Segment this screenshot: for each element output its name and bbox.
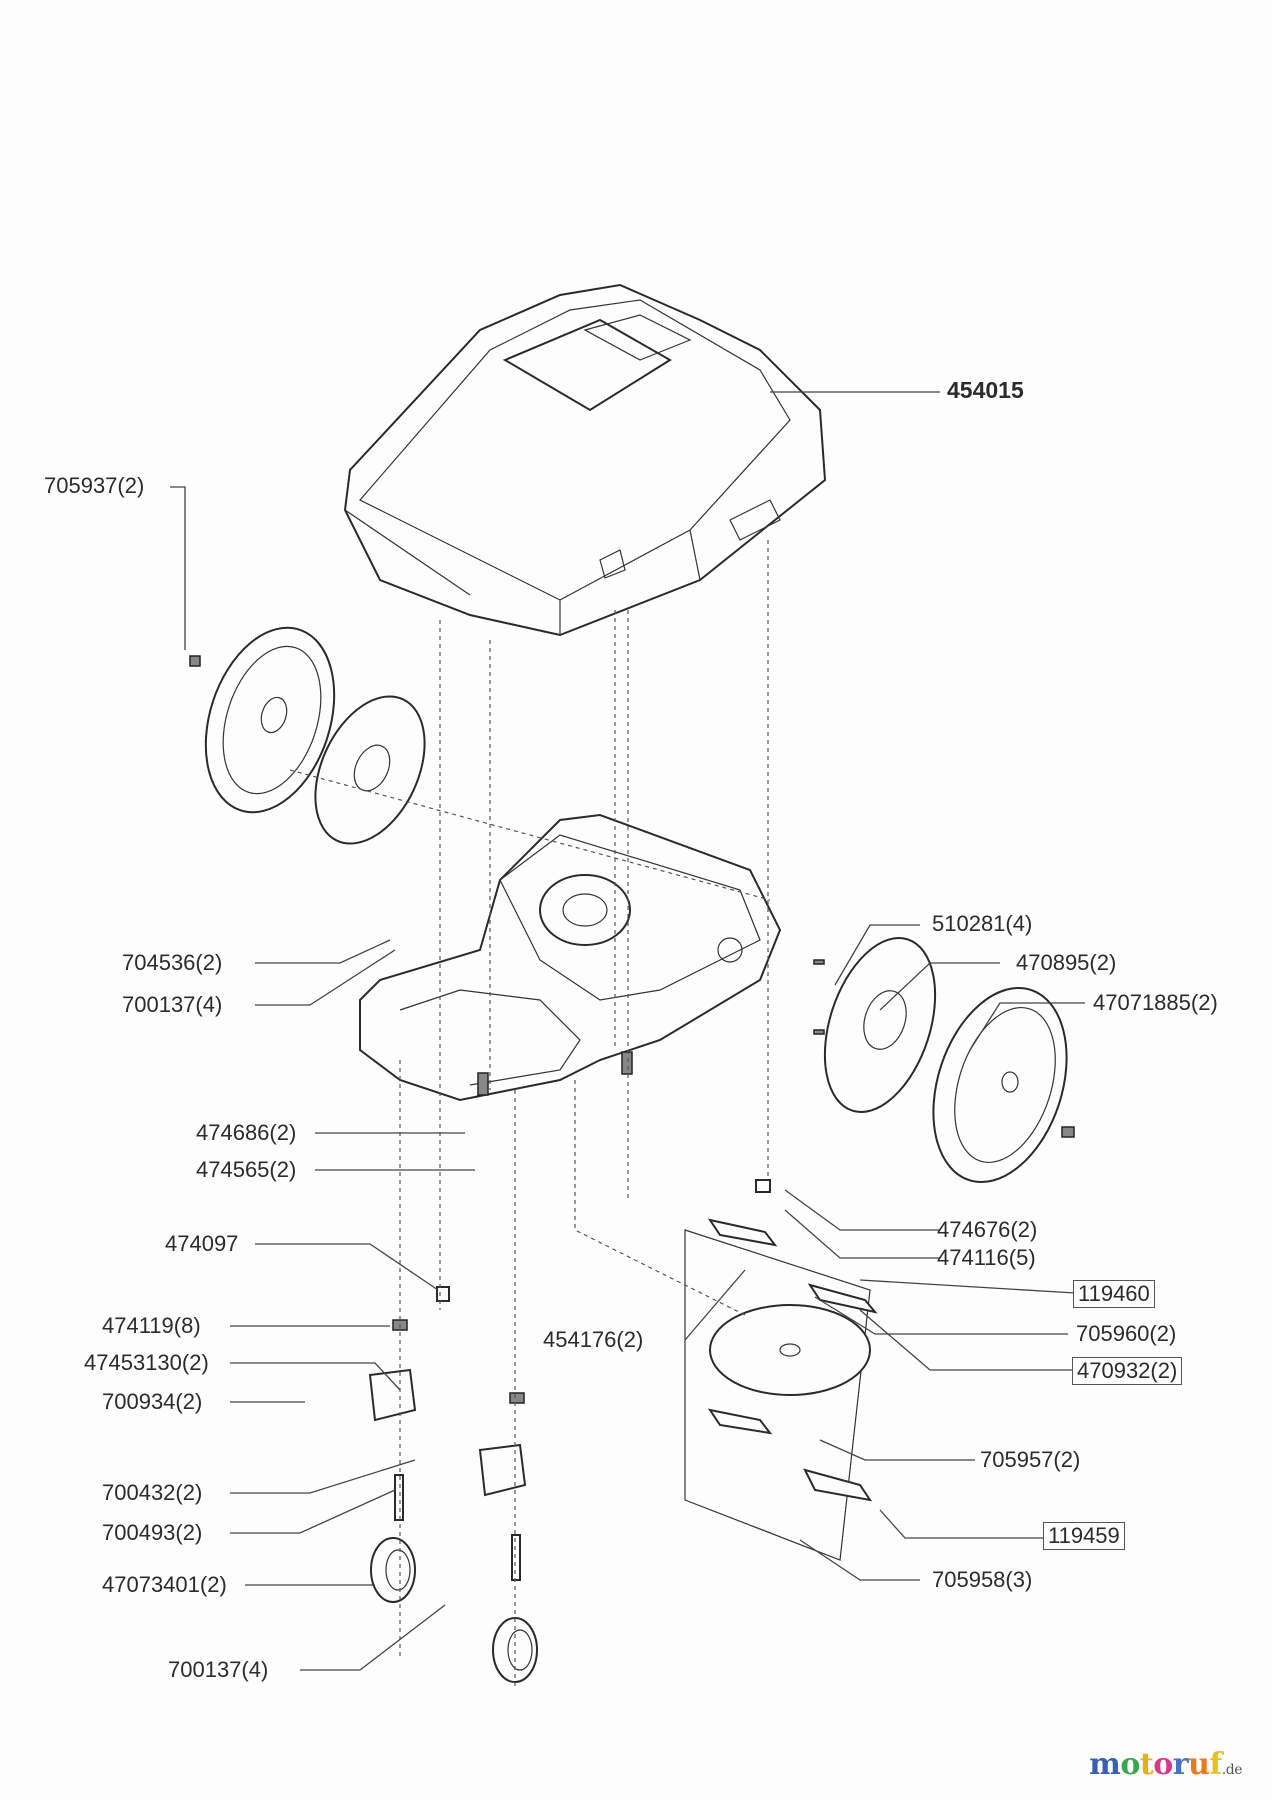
watermark-letter: r	[1172, 1747, 1189, 1782]
part-label-700493[interactable]: 700493(2)	[102, 1520, 203, 1545]
watermark-brand-text: motoruf	[1089, 1747, 1222, 1782]
part-label-474116[interactable]: 474116(5)	[937, 1245, 1036, 1270]
watermark-letter: o	[1120, 1747, 1140, 1782]
part-label-47071885[interactable]: 47071885(2)	[1093, 990, 1218, 1015]
part-label-705958[interactable]: 705958(3)	[932, 1567, 1033, 1592]
part-label-474676[interactable]: 474676(2)	[937, 1217, 1038, 1242]
watermark-letter: t	[1139, 1747, 1154, 1782]
blade-assembly-drawing	[684, 1218, 878, 1561]
part-label-704536[interactable]: 704536(2)	[122, 950, 223, 975]
part-label-119460[interactable]: 119460	[1073, 1280, 1155, 1308]
part-label-510281[interactable]: 510281(4)	[932, 911, 1033, 936]
watermark-letter: f	[1209, 1747, 1222, 1782]
part-label-474565[interactable]: 474565(2)	[196, 1157, 297, 1182]
part-label-454015[interactable]: 454015	[947, 377, 1024, 403]
chassis-drawing	[359, 813, 782, 1102]
part-label-474686[interactable]: 474686(2)	[196, 1120, 297, 1145]
part-label-474097[interactable]: 474097	[165, 1231, 239, 1256]
part-label-454176[interactable]: 454176(2)	[543, 1327, 644, 1352]
part-label-47073401[interactable]: 47073401(2)	[102, 1572, 227, 1597]
part-label-705937[interactable]: 705937(2)	[44, 473, 145, 498]
left-wheel-drawing	[189, 626, 426, 845]
part-label-470932[interactable]: 470932(2)	[1072, 1357, 1183, 1385]
watermark-letter: m	[1089, 1747, 1121, 1782]
leader-lines	[170, 391, 1085, 1671]
right-wheel-drawing	[813, 937, 1075, 1184]
watermark-tld: .de	[1221, 1762, 1243, 1778]
alignment-lines	[289, 540, 771, 1690]
motoruf-watermark-logo: motoruf.de	[1089, 1747, 1242, 1782]
top-cover-drawing	[343, 283, 827, 637]
part-label-47453130[interactable]: 47453130(2)	[84, 1350, 209, 1375]
part-label-705960[interactable]: 705960(2)	[1076, 1321, 1177, 1346]
caster-wheels-drawing	[368, 1051, 771, 1683]
watermark-letter: o	[1153, 1747, 1173, 1782]
part-label-474119[interactable]: 474119(8)	[102, 1313, 201, 1338]
part-label-705957[interactable]: 705957(2)	[980, 1447, 1081, 1472]
part-label-700137-chassis[interactable]: 700137(4)	[122, 992, 223, 1017]
part-label-119459[interactable]: 119459	[1043, 1522, 1125, 1550]
part-label-470895[interactable]: 470895(2)	[1016, 950, 1117, 975]
watermark-letter: u	[1188, 1747, 1210, 1782]
part-label-700137-caster[interactable]: 700137(4)	[168, 1657, 269, 1682]
part-label-700432[interactable]: 700432(2)	[102, 1480, 203, 1505]
part-label-700934[interactable]: 700934(2)	[102, 1389, 203, 1414]
